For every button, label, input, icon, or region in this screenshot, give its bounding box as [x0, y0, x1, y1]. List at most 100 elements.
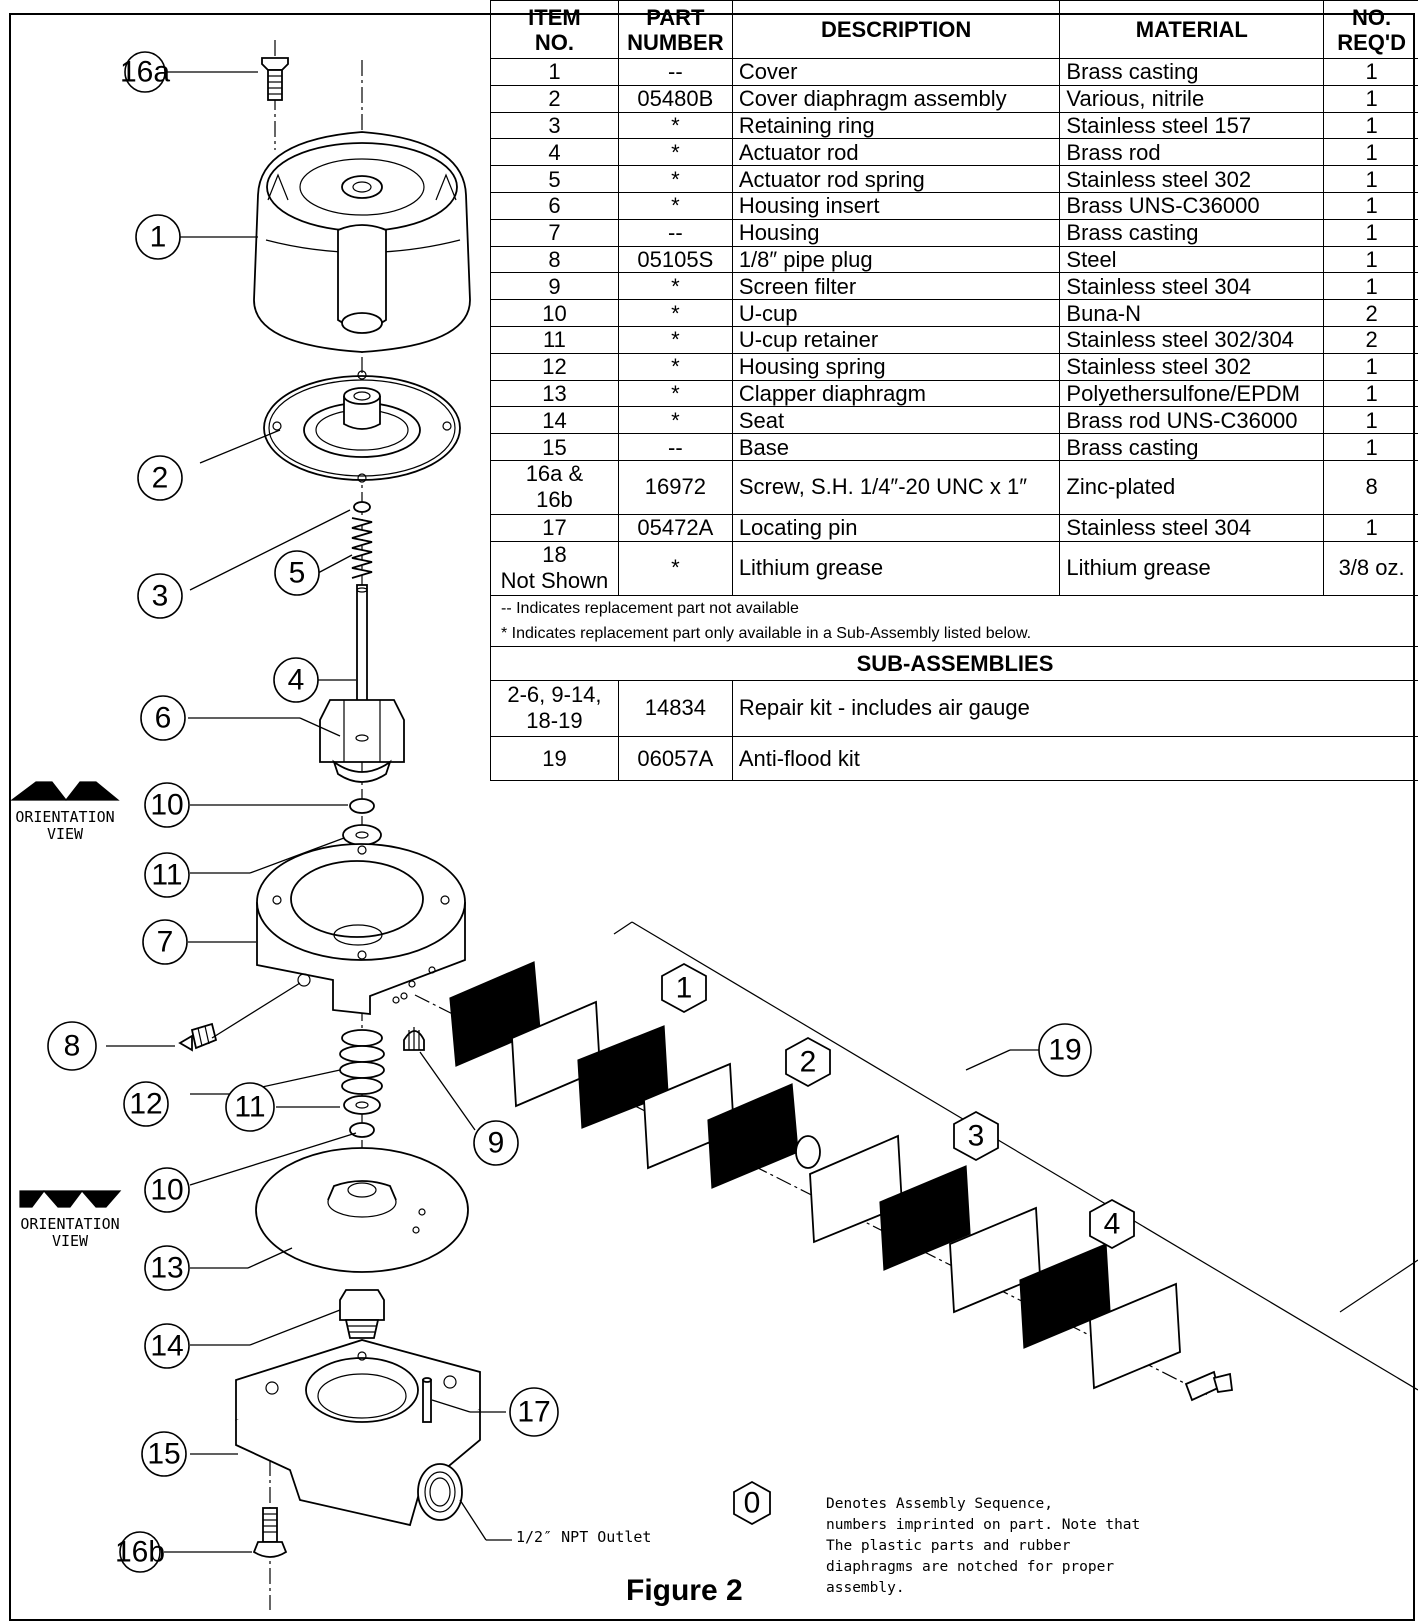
callout-12: 12 [123, 1081, 169, 1127]
legend-line: assembly. [826, 1580, 905, 1596]
cell-part: * [617, 325, 733, 354]
housing-insert-part [319, 699, 405, 783]
cell-material: Brass rod [1059, 138, 1325, 167]
cell-material: Stainless steel 157 [1059, 111, 1325, 140]
cell-item: 17 [490, 513, 619, 542]
cell-desc: Actuator rod spring [731, 165, 1061, 193]
cell-part: 05480B [617, 84, 733, 113]
cell-desc: Repair kit - includes air gauge [731, 679, 1418, 737]
u-cup-retainer-lower-part [343, 1095, 381, 1115]
cell-item: 13 [490, 379, 619, 408]
cell-item: 8 [490, 245, 619, 274]
cell-part: -- [617, 433, 733, 461]
pipe-plug-part [178, 1022, 218, 1052]
cell-material: Brass rod UNS-C36000 [1059, 406, 1325, 435]
sub-assemblies-header-row: SUB-ASSEMBLIES [490, 645, 1418, 681]
cell-item: 7 [490, 218, 619, 247]
cell-qty: 1 [1323, 84, 1418, 113]
cell-desc: Housing [731, 218, 1061, 247]
cell-material: Stainless steel 304 [1059, 272, 1325, 301]
cell-part: * [617, 299, 733, 327]
cell-item: 3 [490, 111, 619, 140]
cell-qty: 1 [1323, 272, 1418, 301]
callout-17: 17 [509, 1387, 559, 1437]
callout-label: 9 [488, 1127, 505, 1160]
assembly-sequence-legend: Denotes Assembly Sequence, numbers impri… [826, 1496, 1140, 1596]
cell-material: Brass casting [1059, 58, 1325, 86]
callout-label: 16a [120, 56, 170, 89]
cell-part: * [617, 272, 733, 301]
cell-material: Brass UNS-C36000 [1059, 191, 1325, 220]
cell-desc: Cover [731, 58, 1061, 86]
callout-label: 4 [288, 664, 305, 697]
figure-caption: Figure 2 [626, 1574, 743, 1607]
note-row: * Indicates replacement part only availa… [490, 620, 1418, 647]
cell-desc: Lithium grease [731, 540, 1061, 596]
cell-part: 05472A [617, 513, 733, 542]
cell-material: Zinc-plated [1059, 459, 1325, 515]
callout-5: 5 [274, 550, 320, 596]
callout-8: 8 [47, 1021, 97, 1071]
cell-part: 06057A [617, 735, 733, 781]
sub-assembly-row: 2-6, 9-14,18-19 14834 Repair kit - inclu… [490, 679, 1418, 737]
cell-item: 2-6, 9-14,18-19 [490, 679, 619, 737]
callout-16b: 16b [115, 1531, 165, 1573]
cell-material: Lithium grease [1059, 540, 1325, 596]
cell-part: * [617, 352, 733, 381]
cell-qty: 1 [1323, 191, 1418, 220]
callout-1: 1 [135, 214, 181, 260]
housing-part [256, 843, 466, 1016]
header-description: DESCRIPTION [731, 0, 1061, 59]
cell-desc: Clapper diaphragm [731, 379, 1061, 408]
cell-qty: 3/8 oz. [1323, 540, 1418, 596]
sequence-label-2: 2 [800, 1046, 817, 1079]
cell-item: 16a &16b [490, 459, 619, 515]
cell-part: 05105S [617, 245, 733, 274]
header-material: MATERIAL [1059, 0, 1325, 59]
cell-material: Stainless steel 302 [1059, 352, 1325, 381]
sub-assembly-row: 19 06057A Anti-flood kit [490, 735, 1418, 781]
callout-label: 10 [150, 1174, 183, 1207]
table-row: 17 05472A Locating pin Stainless steel 3… [490, 513, 1418, 542]
actuator-rod-spring-part [351, 517, 373, 579]
orientation-symbol-lower [19, 1190, 122, 1208]
cell-desc: U-cup retainer [731, 325, 1061, 354]
orientation-symbol-upper [10, 781, 120, 801]
cell-material: Various, nitrile [1059, 84, 1325, 113]
orientation-label-lower-1: ORIENTATION [20, 1215, 119, 1233]
cell-part: -- [617, 218, 733, 247]
cell-qty: 1 [1323, 138, 1418, 167]
orientation-label-lower-2: VIEW [52, 1232, 89, 1250]
callout-14: 14 [144, 1323, 190, 1369]
callout-19: 19 [1038, 1023, 1092, 1077]
callout-13: 13 [144, 1245, 190, 1291]
sequence-label-3: 3 [968, 1120, 985, 1153]
cell-desc: U-cup [731, 299, 1061, 327]
cell-item: 11 [490, 325, 619, 354]
cell-material: Polyethersulfone/EPDM [1059, 379, 1325, 408]
u-cup-upper-part [349, 798, 375, 814]
note-row: -- Indicates replacement part not availa… [490, 594, 1418, 621]
note-sub-assembly-only: * Indicates replacement part only availa… [490, 620, 1418, 647]
cell-item: 15 [490, 433, 619, 461]
sequence-label-1: 1 [676, 972, 693, 1005]
cell-qty: 1 [1323, 245, 1418, 274]
cell-item: 9 [490, 272, 619, 301]
callout-10-upper: 10 [144, 782, 190, 828]
cell-desc: Anti-flood kit [731, 735, 1418, 781]
orientation-label-upper-1: ORIENTATION [15, 808, 114, 826]
legend-line: diaphragms are notched for proper [826, 1559, 1114, 1575]
cell-qty: 2 [1323, 299, 1418, 327]
cell-qty: 1 [1323, 513, 1418, 542]
